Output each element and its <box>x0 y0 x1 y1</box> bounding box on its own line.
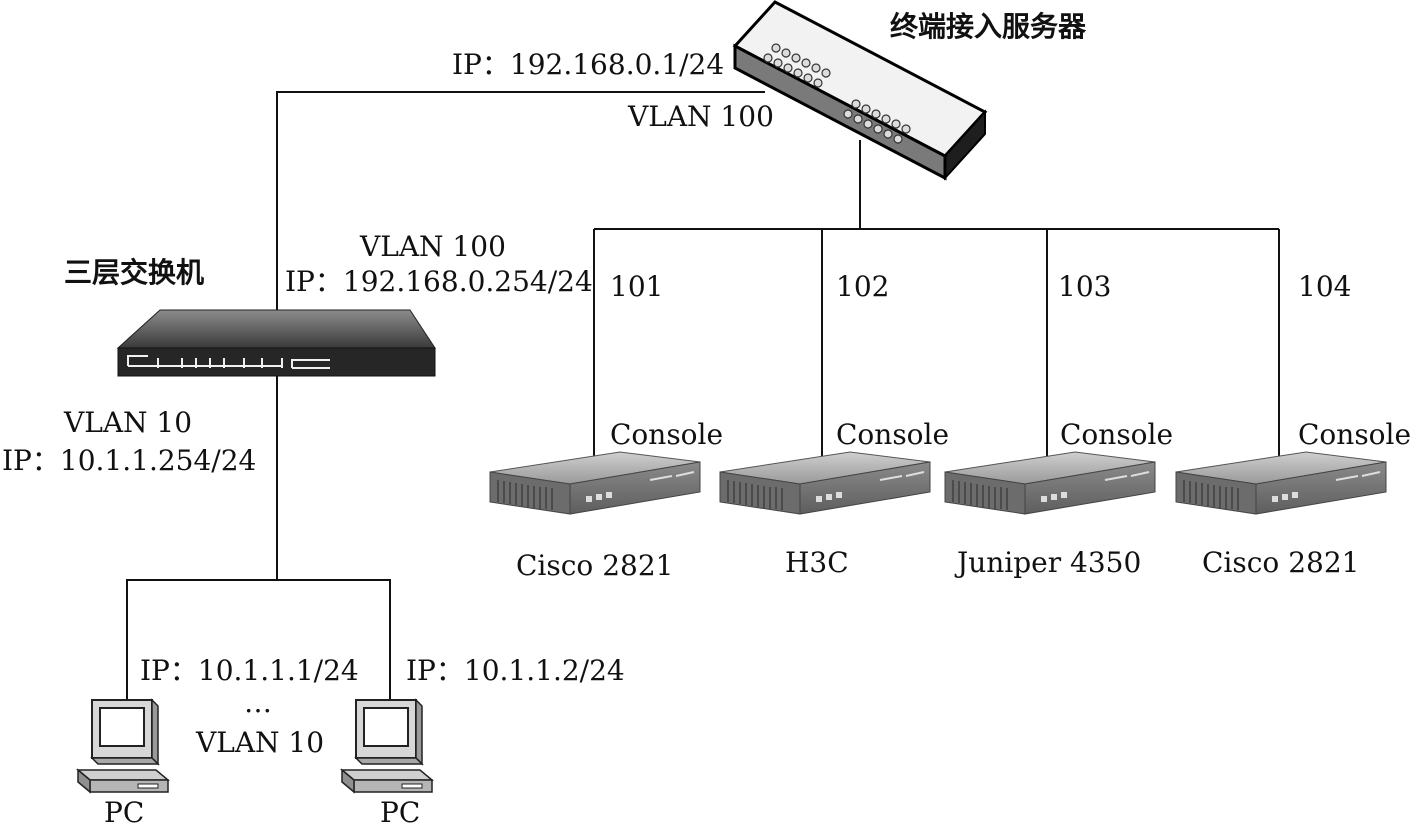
server-vlan-label: VLAN 100 <box>627 100 774 133</box>
router-3-console: Console <box>1060 418 1173 451</box>
l3switch-uplink-vlan: VLAN 100 <box>359 230 506 263</box>
router-3-port: 103 <box>1058 270 1111 303</box>
router-icon <box>489 451 701 515</box>
link-l3switch-to-pcs <box>126 375 391 700</box>
terminal-access-server <box>732 0 988 181</box>
router-1 <box>489 451 701 515</box>
pc-ellipsis: … <box>244 686 272 719</box>
router-4-console: Console <box>1298 418 1411 451</box>
router-2 <box>719 451 931 515</box>
l3switch-downlink-vlan: VLAN 10 <box>63 406 192 439</box>
server-ip-label: IP：192.168.0.1/24 <box>452 48 724 81</box>
router-3 <box>944 451 1156 515</box>
router-icon <box>944 451 1156 515</box>
pc-icon <box>77 699 169 793</box>
pc-group-vlan: VLAN 10 <box>195 726 324 759</box>
server-title: 终端接入服务器 <box>890 10 1087 43</box>
router-1-port: 101 <box>610 270 663 303</box>
layer3-switch <box>116 309 436 377</box>
router-3-name: Juniper 4350 <box>954 546 1141 579</box>
router-4-port: 104 <box>1298 270 1351 303</box>
router-1-console: Console <box>610 418 723 451</box>
pc-2-name: PC <box>380 796 420 827</box>
router-2-name: H3C <box>785 546 849 579</box>
router-4-name: Cisco 2821 <box>1202 546 1359 579</box>
link-server-to-l3switch <box>276 91 765 310</box>
pc-2 <box>341 699 433 793</box>
pc-icon <box>341 699 433 793</box>
pc-1-name: PC <box>104 796 144 827</box>
router-bus <box>593 228 1280 456</box>
router-2-console: Console <box>836 418 949 451</box>
l3switch-title: 三层交换机 <box>64 256 204 289</box>
l3switch-uplink-ip: IP：192.168.0.254/24 <box>285 265 593 298</box>
router-icon <box>719 451 931 515</box>
router-1-name: Cisco 2821 <box>516 549 673 582</box>
router-4 <box>1175 451 1387 515</box>
pc-1-ip: IP：10.1.1.1/24 <box>140 654 359 687</box>
pc-1 <box>77 699 169 793</box>
router-icon <box>1175 451 1387 515</box>
l3switch-downlink-ip: IP：10.1.1.254/24 <box>2 444 256 477</box>
pc-2-ip: IP：10.1.1.2/24 <box>406 654 625 687</box>
router-2-port: 102 <box>836 270 889 303</box>
